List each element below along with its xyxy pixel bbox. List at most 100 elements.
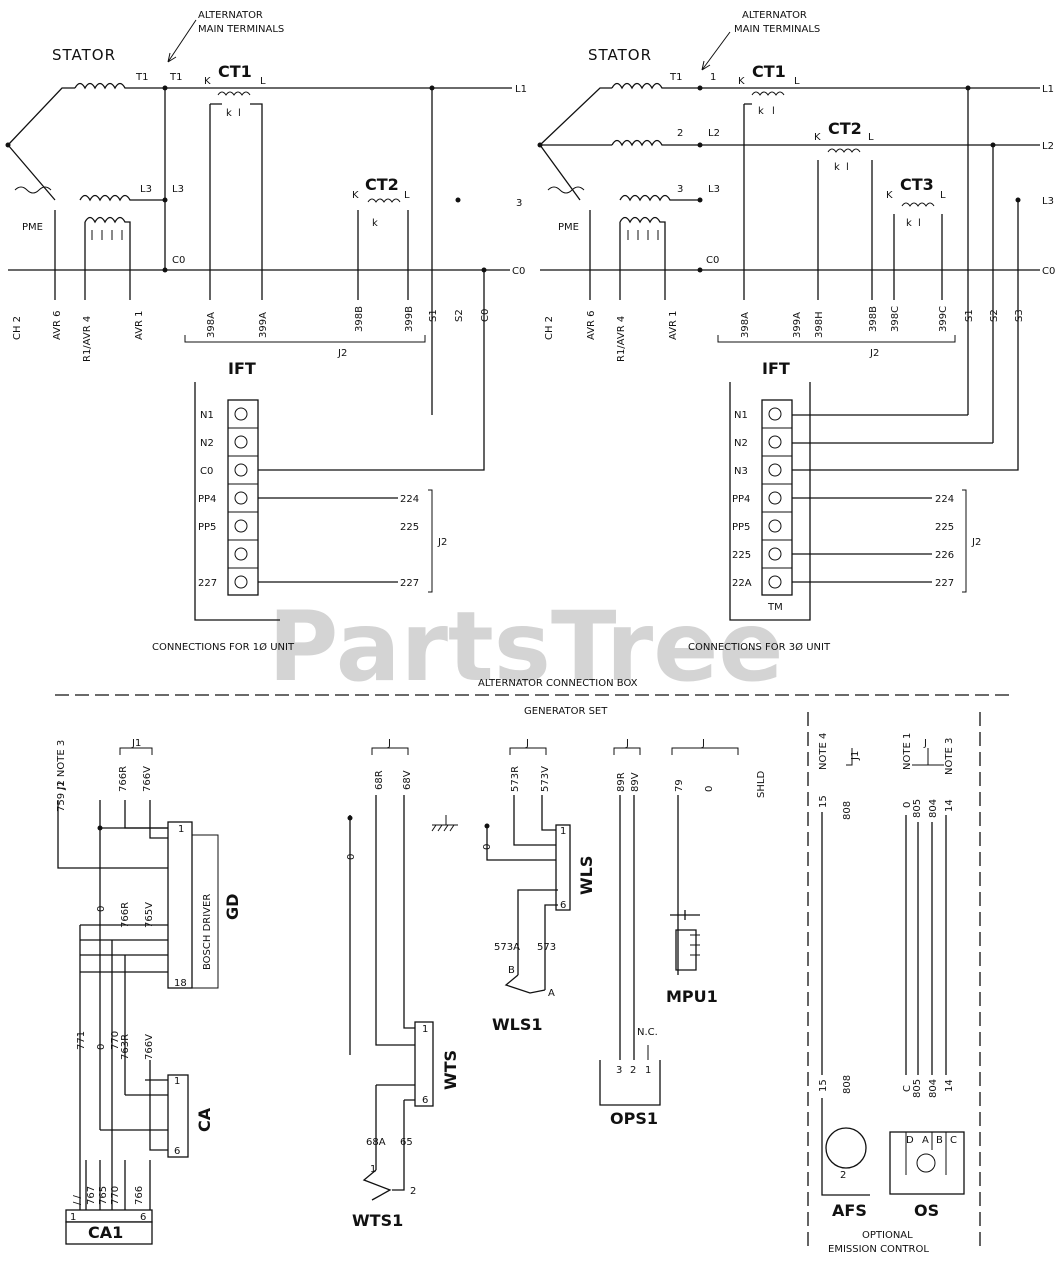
ct1-k-small-1ph: k	[226, 108, 232, 119]
ift-wire-226-3ph: 226	[935, 550, 954, 561]
term-t1-a-1ph: T1	[135, 72, 148, 83]
ift-22a-3ph: 22A	[732, 578, 752, 589]
wls-lead-573r: 573R	[510, 766, 521, 792]
wls-lower-wiring	[517, 889, 558, 990]
exciter-core-3ph	[627, 230, 659, 240]
term-l3-b-3ph: L3	[1042, 196, 1054, 207]
term-l3-a-3ph: L3	[708, 184, 720, 195]
lead-ch2-3ph: CH 2	[544, 316, 555, 340]
wls-j-bracket	[509, 747, 547, 755]
term-t1-b-1ph: T1	[169, 72, 182, 83]
j2-label-1ph: J2	[337, 348, 347, 359]
ops1-j-bracket	[613, 747, 641, 755]
lead-s2-3ph: S2	[989, 309, 1000, 322]
mpu1-sensor-coil	[690, 934, 700, 956]
wls-j-label: J	[525, 738, 529, 749]
ift-bracket-1ph	[194, 382, 280, 621]
gd-lower-wiring	[79, 924, 168, 1160]
os-pin-c: C	[950, 1135, 957, 1146]
term-l2-a-3ph: L2	[708, 128, 720, 139]
gd-pin-18: 18	[174, 978, 187, 989]
term-c0-a-3ph: C0	[706, 255, 719, 266]
os-pin-a: A	[922, 1135, 929, 1146]
wts1-pin-2: 2	[410, 1186, 416, 1197]
os-sensor-element	[916, 1153, 936, 1173]
ct2-coil-3ph	[827, 148, 861, 153]
watermark: PartsTree	[268, 591, 783, 703]
ops1-pin-1: 1	[645, 1065, 651, 1076]
ct1-leads-3ph	[743, 103, 752, 300]
afs-bracket	[821, 1098, 870, 1196]
mpu1-lead-79: 79	[674, 779, 685, 792]
lead-s1-1ph: S1	[428, 309, 439, 322]
ct2-l-small-3ph: l	[846, 162, 849, 173]
os-note1: NOTE 1	[902, 733, 913, 770]
lead-398a-3ph: 398A	[740, 312, 751, 338]
wts-lead-68a: 68A	[366, 1137, 386, 1148]
term-l3-b-1ph: L3	[172, 184, 184, 195]
lead-r1avr4-3ph: R1/AVR 4	[616, 316, 627, 362]
os-section: NOTE 1 NOTE 3 J 0 805 804 14 C 805 804 1…	[889, 733, 965, 1220]
wts-lead-68v: 68V	[402, 770, 413, 790]
gd-wiring	[57, 800, 168, 1130]
ops1-section: J 89R 89V N.C. 3 2 1 OPS1	[599, 738, 661, 1128]
ct3-l-3ph: L	[940, 190, 946, 201]
term-3-3ph: 3	[677, 184, 683, 195]
wts-pin-6: 6	[422, 1095, 428, 1106]
ct3-coil-3ph	[901, 202, 935, 207]
divider-top-label: ALTERNATOR CONNECTION BOX	[478, 678, 638, 689]
os-lead-14-top: 14	[944, 799, 955, 812]
wls-lead-573v: 573V	[540, 766, 551, 792]
ct2-l-1ph: L	[404, 190, 410, 201]
ca1-pin-6: 6	[140, 1212, 146, 1223]
pme-label-1ph: PME	[22, 222, 43, 233]
s-leads-3ph	[780, 88, 1019, 471]
ct3-label-3ph: CT3	[900, 175, 934, 194]
gd-box-outline	[192, 834, 219, 989]
trademark-mark: TM	[767, 602, 783, 613]
ca1-lead-767: 767	[86, 1186, 97, 1205]
wts-label: WTS	[441, 1050, 460, 1090]
ca1-box	[65, 1221, 153, 1245]
os-internal-wiring	[905, 1132, 947, 1175]
ops1-lead-89r: 89R	[616, 772, 627, 792]
caption-1ph: CONNECTIONS FOR 1Ø UNIT	[152, 641, 295, 653]
lead-398b-1ph: 398B	[354, 306, 365, 332]
ct3-k-small-3ph: k	[906, 218, 912, 229]
ct1-k-small-3ph: k	[758, 106, 764, 117]
ct2-coil-1ph	[367, 198, 401, 203]
ops1-pin-3: 3	[616, 1065, 622, 1076]
gd-lead-766v: 766V	[142, 766, 153, 792]
afs-j-label: J1	[850, 751, 861, 761]
stator-label-1ph: STATOR	[52, 46, 116, 64]
lead-s1-3ph: S1	[964, 309, 975, 322]
wts1-label: WTS1	[352, 1211, 403, 1230]
lead-398b-3ph: 398B	[868, 306, 879, 332]
gd-lead-759: 759 J1	[56, 780, 67, 812]
ca-label: CA	[195, 1107, 214, 1132]
pme-label-3ph: PME	[558, 222, 579, 233]
ct2-label-1ph: CT2	[365, 175, 399, 194]
term-l2-b-3ph: L2	[1042, 141, 1054, 152]
os-pin-d: D	[906, 1135, 914, 1146]
ops1-nc-label: N.C.	[637, 1027, 658, 1038]
ct2-leads-1ph	[357, 210, 409, 300]
gd-pin-1: 1	[178, 824, 184, 835]
wts-connector	[414, 1021, 434, 1107]
ift-pp4-3ph: PP4	[732, 494, 750, 505]
term-l1-3ph: L1	[1042, 84, 1054, 95]
ct1-l-small-3ph: l	[772, 106, 775, 117]
three-phase-section: STATOR ALTERNATOR MAIN TERMINALS PME CT1…	[537, 10, 1055, 653]
gd-mid-765v: 765V	[144, 902, 155, 928]
term-l1-1ph: L1	[515, 84, 527, 95]
ct1-coil-1ph	[217, 91, 251, 96]
term-t1-3ph: T1	[669, 72, 682, 83]
ift-wire-225-3ph: 225	[935, 522, 954, 533]
exciter-coil-1ph	[84, 216, 131, 300]
alt-terminals-1ph-line2: MAIN TERMINALS	[198, 24, 284, 35]
lead-ch2-1ph: CH 2	[12, 316, 23, 340]
os-lead-14-bottom: 14	[944, 1079, 955, 1092]
lead-s3-3ph: S3	[1014, 309, 1025, 322]
stator-coil-l3-1ph	[79, 194, 165, 202]
lead-398h-3ph: 398H	[814, 311, 825, 338]
